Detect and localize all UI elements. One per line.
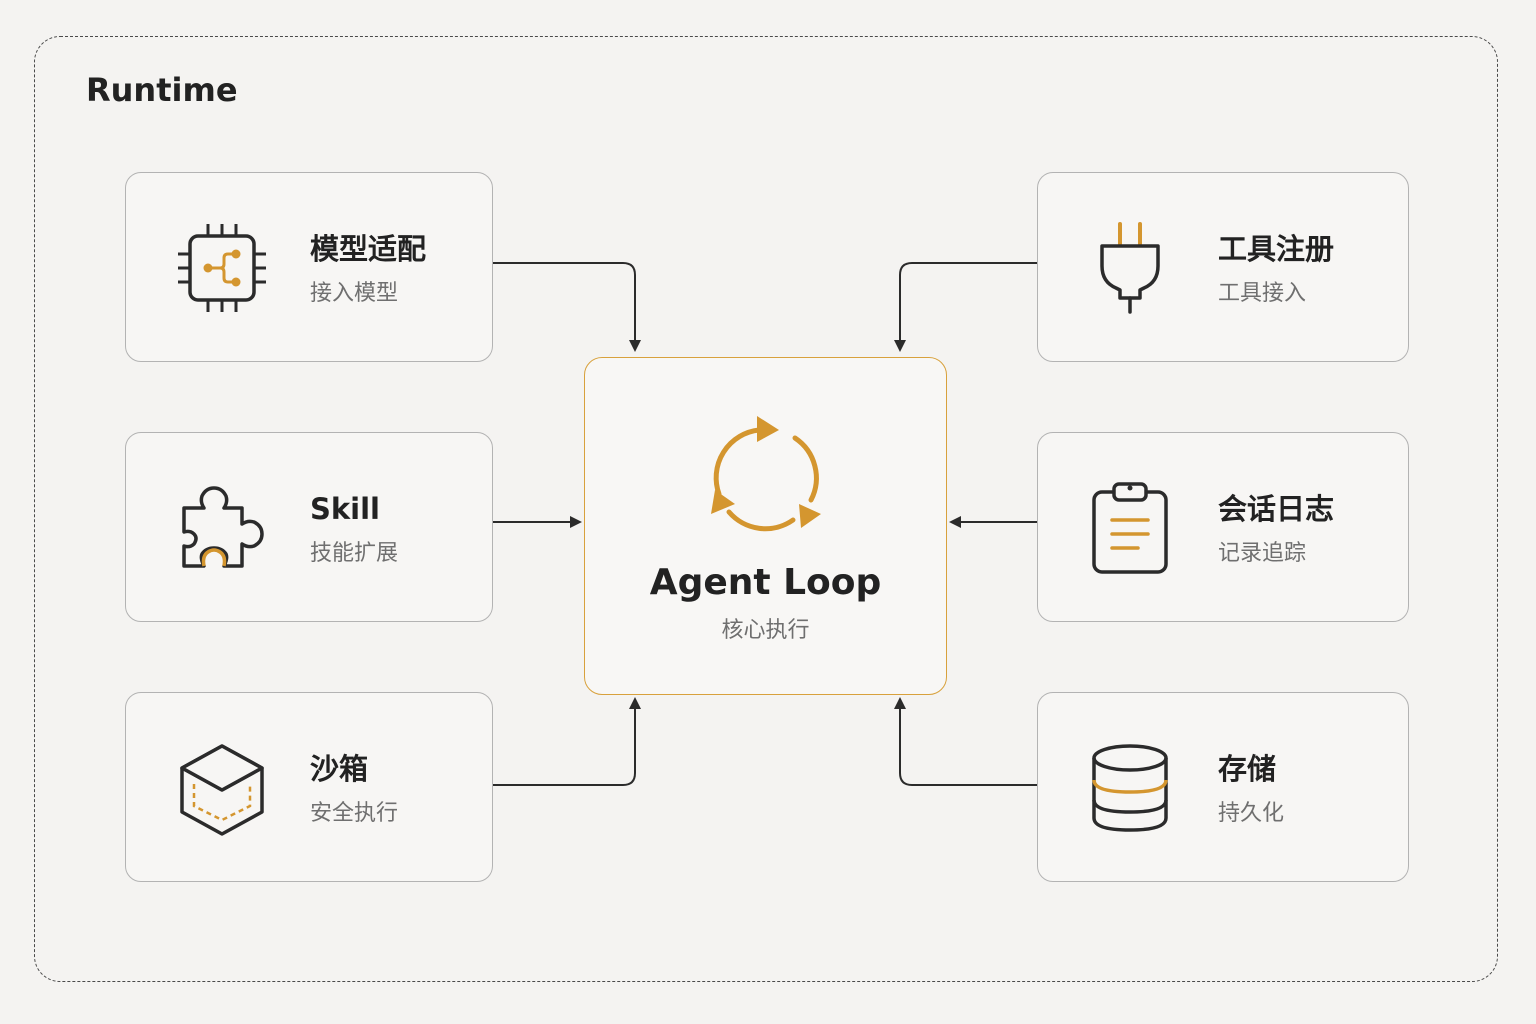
module-model-adapter[interactable]: 模型适配 接入模型 [125, 172, 493, 362]
module-title: 工具注册 [1218, 232, 1335, 266]
database-icon [1082, 740, 1178, 836]
module-sandbox[interactable]: 沙箱 安全执行 [125, 692, 493, 882]
runtime-title: Runtime [86, 71, 238, 109]
module-session-log[interactable]: 会话日志 记录追踪 [1037, 432, 1409, 622]
module-skill[interactable]: Skill 技能扩展 [125, 432, 493, 622]
runtime-boundary [34, 36, 1498, 982]
puzzle-icon [174, 480, 270, 576]
chip-icon [174, 220, 270, 316]
module-tool-registry[interactable]: 工具注册 工具接入 [1037, 172, 1409, 362]
core-subtitle: 核心执行 [721, 618, 810, 643]
module-subtitle: 工具接入 [1218, 281, 1307, 306]
module-title: 会话日志 [1218, 492, 1335, 526]
module-subtitle: 安全执行 [310, 801, 399, 826]
module-title: 存储 [1218, 752, 1277, 786]
module-subtitle: 记录追踪 [1218, 541, 1307, 566]
module-subtitle: 持久化 [1218, 801, 1285, 826]
module-subtitle: 技能扩展 [310, 541, 399, 566]
cycle-icon [697, 408, 837, 548]
core-agent-loop[interactable]: Agent Loop 核心执行 [584, 357, 947, 695]
clipboard-icon [1082, 480, 1178, 576]
module-storage[interactable]: 存储 持久化 [1037, 692, 1409, 882]
module-subtitle: 接入模型 [310, 281, 399, 306]
module-title: 模型适配 [310, 232, 427, 266]
core-title: Agent Loop [649, 562, 882, 603]
module-title: 沙箱 [310, 752, 369, 786]
plug-icon [1082, 220, 1178, 316]
module-title: Skill [310, 492, 380, 526]
cube-icon [174, 740, 270, 836]
